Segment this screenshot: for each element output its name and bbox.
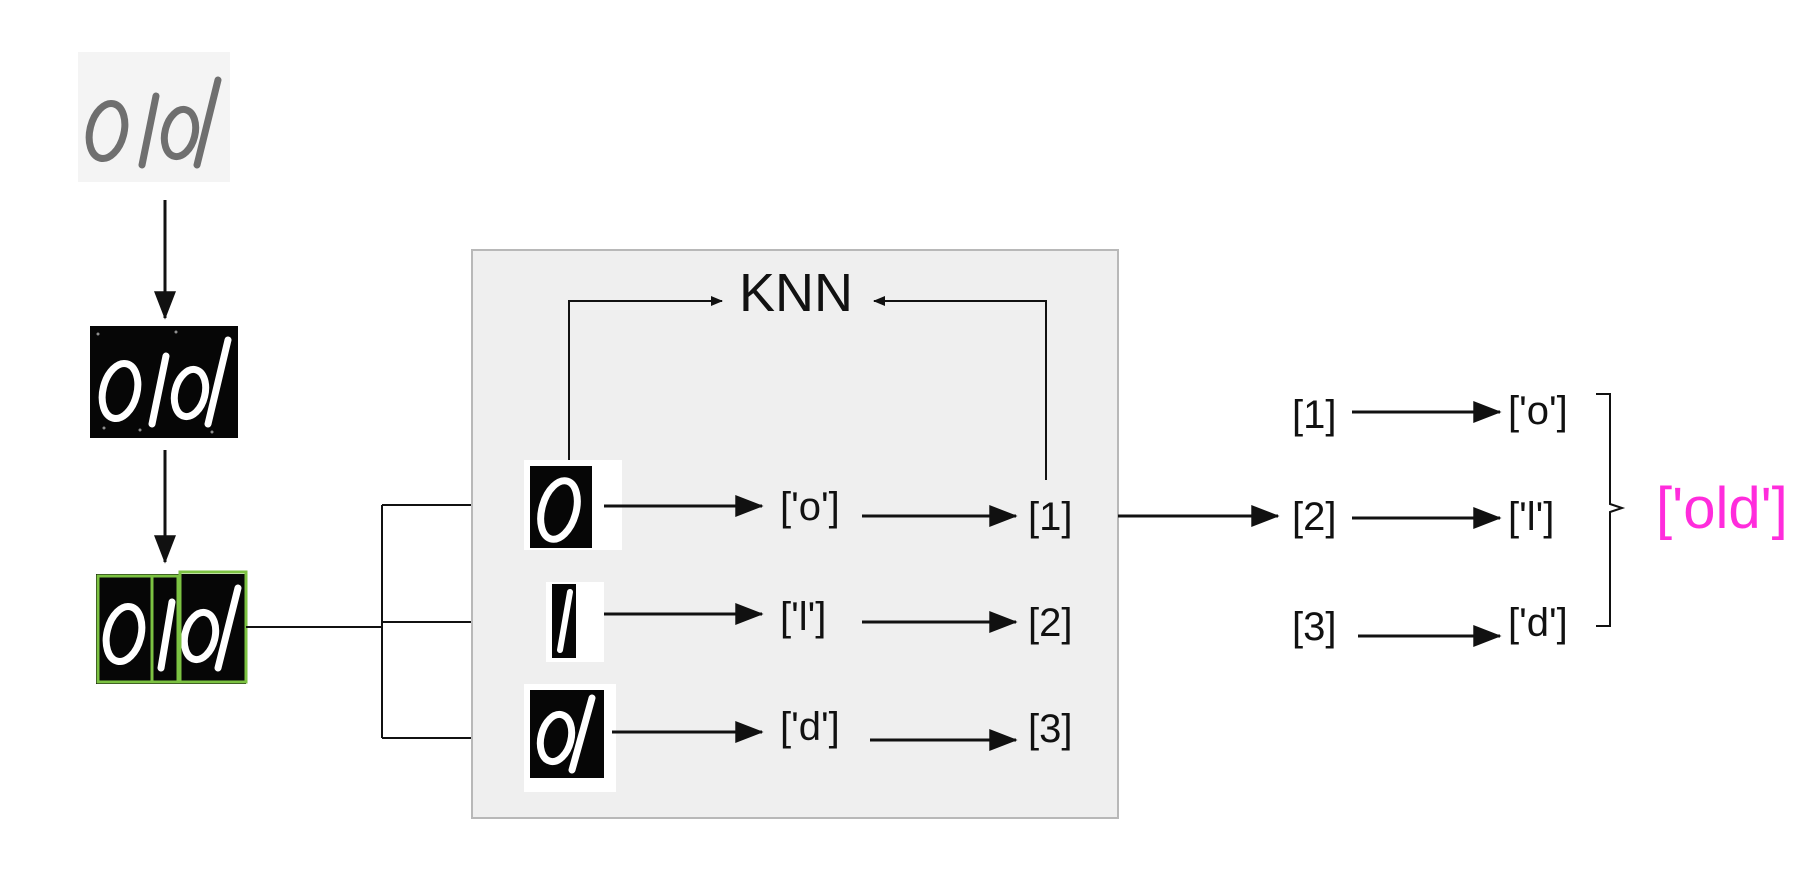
map-index-3: [3] xyxy=(1292,605,1336,649)
class-index-3: [3] xyxy=(1028,707,1072,751)
map-char-l: ['l'] xyxy=(1508,495,1554,539)
arrow-index-to-knn xyxy=(873,296,1047,480)
char-crop-l xyxy=(546,582,604,662)
segmented-word-image xyxy=(96,570,248,684)
final-word-output: ['old'] xyxy=(1656,476,1788,541)
map-index-1: [1] xyxy=(1292,393,1336,437)
knn-label: KNN xyxy=(739,263,853,323)
segment-box-l xyxy=(150,574,180,684)
class-index-1: [1] xyxy=(1028,495,1072,539)
map-char-o: ['o'] xyxy=(1508,389,1568,433)
pred-char-d: ['d'] xyxy=(780,705,840,749)
input-word-image xyxy=(78,52,230,182)
map-char-d: ['d'] xyxy=(1508,601,1568,645)
segment-split-connector xyxy=(246,505,383,738)
char-crop-d xyxy=(524,684,616,792)
pred-char-o: ['o'] xyxy=(780,485,840,529)
class-index-2: [2] xyxy=(1028,601,1072,645)
binarized-word-image xyxy=(90,326,238,438)
pred-char-l: ['l'] xyxy=(780,595,826,639)
arrow-char-to-knn xyxy=(568,296,723,460)
map-index-2: [2] xyxy=(1292,495,1336,539)
grouping-brace xyxy=(1596,393,1626,627)
